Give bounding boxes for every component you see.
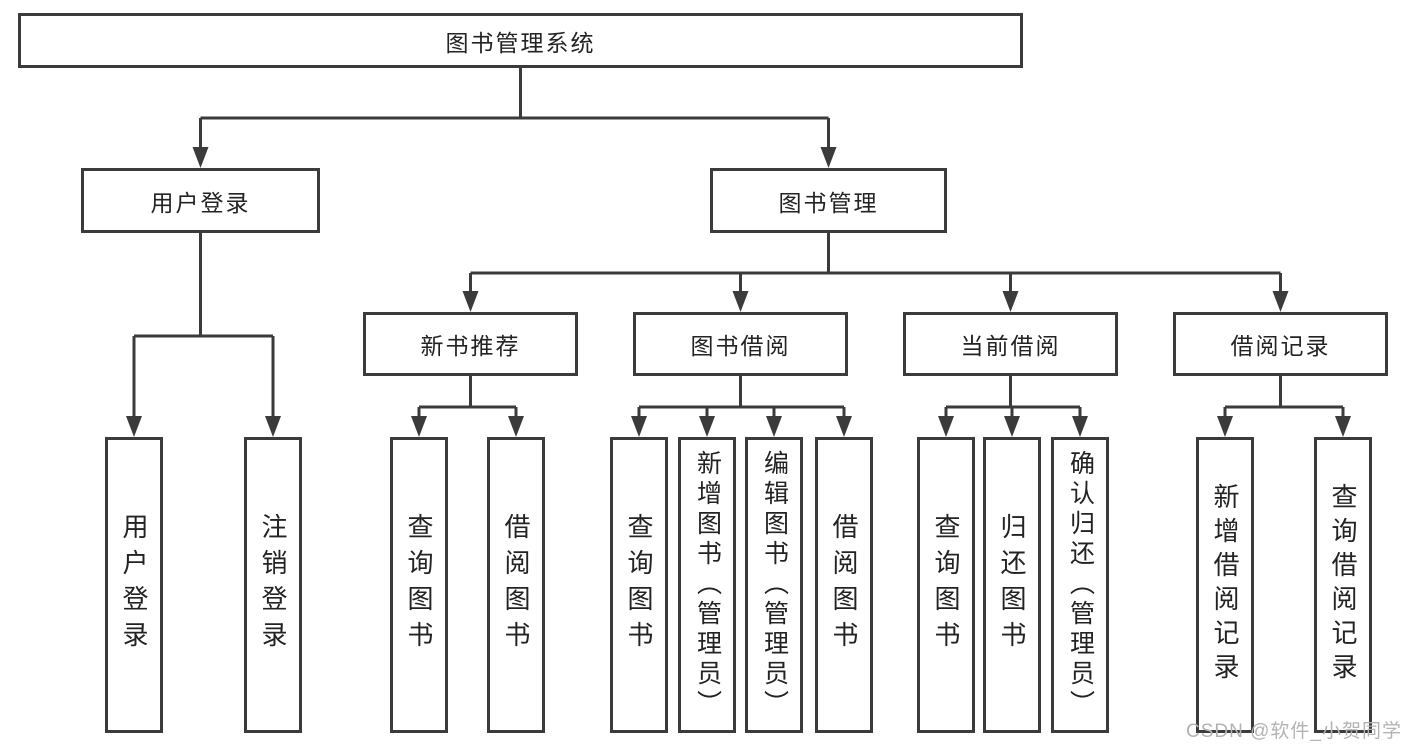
node-label: 图书管理系统 bbox=[445, 29, 596, 56]
leaf-label: 用户登录 bbox=[119, 513, 149, 657]
leaf-label: 查询图书 bbox=[624, 513, 654, 657]
leaf-query-books-borrow: 查询图书 bbox=[610, 437, 668, 733]
leaf-add-books-admin: 新增图书（管理员） bbox=[678, 437, 736, 733]
leaf-label: 借阅图书 bbox=[829, 513, 859, 657]
csdn-watermark: CSDN @软件_小贺同学 bbox=[1186, 721, 1402, 742]
node-label: 用户登录 bbox=[150, 189, 251, 216]
node-label: 新书推荐 bbox=[420, 333, 521, 359]
node-label: 当前借阅 bbox=[960, 333, 1061, 359]
node-current-borrow: 当前借阅 bbox=[903, 312, 1118, 376]
leaf-label: 编辑图书（管理员） bbox=[760, 450, 789, 720]
node-user-login: 用户登录 bbox=[81, 168, 320, 233]
leaf-edit-books-admin: 编辑图书（管理员） bbox=[745, 437, 803, 733]
node-label: 图书管理 bbox=[778, 189, 879, 216]
leaf-add-borrow-record: 新增借阅记录 bbox=[1196, 437, 1254, 733]
leaf-query-books-recommend: 查询图书 bbox=[390, 437, 448, 733]
leaf-query-books-current: 查询图书 bbox=[917, 437, 975, 733]
leaf-label: 查询借阅记录 bbox=[1328, 483, 1358, 687]
leaf-borrow-books-recommend: 借阅图书 bbox=[487, 437, 545, 733]
node-label: 借阅记录 bbox=[1230, 333, 1331, 359]
node-book-management: 图书管理 bbox=[710, 168, 947, 233]
leaf-borrow-books: 借阅图书 bbox=[815, 437, 873, 733]
node-borrow-records: 借阅记录 bbox=[1173, 312, 1388, 376]
leaf-user-login: 用户登录 bbox=[105, 437, 163, 733]
leaf-logout: 注销登录 bbox=[244, 437, 302, 733]
leaf-confirm-return-admin: 确认归还（管理员） bbox=[1051, 437, 1109, 733]
arrowheads bbox=[126, 147, 1351, 437]
leaf-label: 新增图书（管理员） bbox=[693, 450, 722, 720]
node-library-management-system: 图书管理系统 bbox=[18, 13, 1023, 68]
leaf-label: 新增借阅记录 bbox=[1210, 483, 1240, 687]
leaf-return-books: 归还图书 bbox=[983, 437, 1041, 733]
leaf-label: 查询图书 bbox=[931, 513, 961, 657]
node-book-borrow: 图书借阅 bbox=[633, 312, 848, 376]
leaf-label: 注销登录 bbox=[258, 513, 288, 657]
leaf-query-borrow-record: 查询借阅记录 bbox=[1314, 437, 1372, 733]
leaf-label: 查询图书 bbox=[404, 513, 434, 657]
leaf-label: 归还图书 bbox=[997, 513, 1027, 657]
node-label: 图书借阅 bbox=[690, 333, 791, 359]
node-new-book-recommend: 新书推荐 bbox=[363, 312, 578, 376]
leaf-label: 确认归还（管理员） bbox=[1066, 450, 1095, 720]
leaf-label: 借阅图书 bbox=[501, 513, 531, 657]
